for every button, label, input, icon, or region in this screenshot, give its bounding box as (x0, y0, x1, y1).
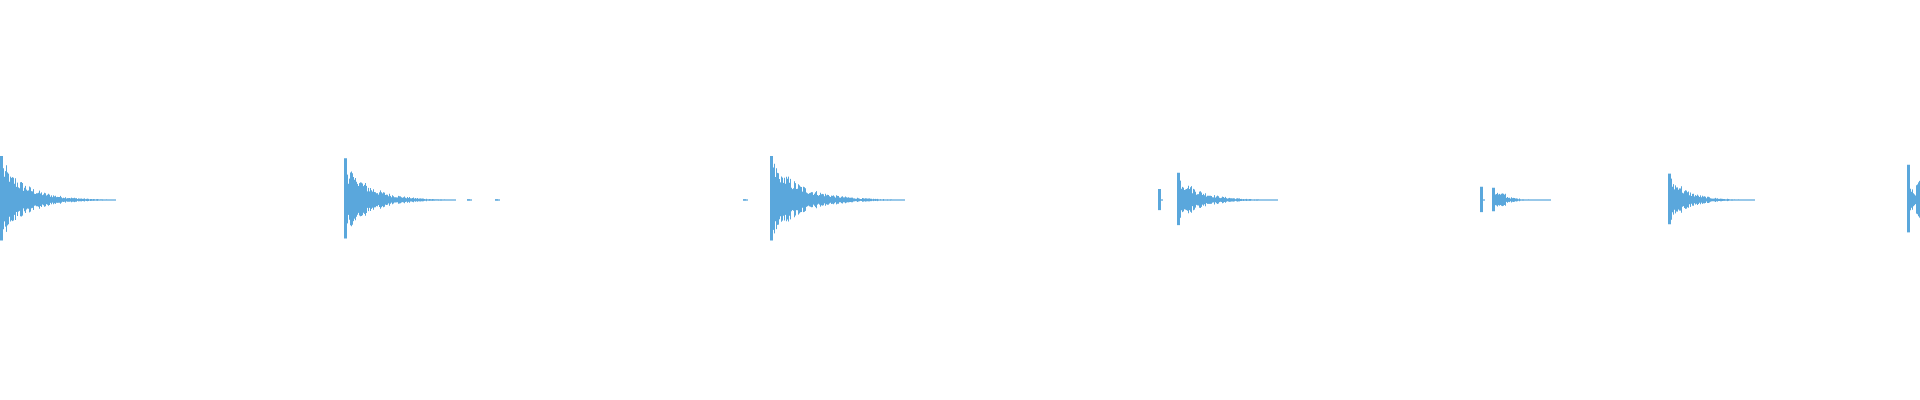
waveform-transient (0, 156, 116, 241)
waveform-transient (1177, 172, 1278, 226)
waveform-transient (1668, 173, 1755, 225)
waveform-transient (1492, 187, 1551, 212)
waveform-transient (770, 156, 905, 241)
waveform-transient (1907, 164, 1920, 233)
waveform-transient (743, 199, 748, 201)
waveform-transients (0, 156, 1920, 241)
waveform-transient (467, 199, 472, 201)
waveform-transient (344, 158, 456, 239)
waveform-transient (1158, 189, 1163, 211)
waveform-transient (495, 199, 500, 201)
waveform-transient (1480, 186, 1485, 213)
